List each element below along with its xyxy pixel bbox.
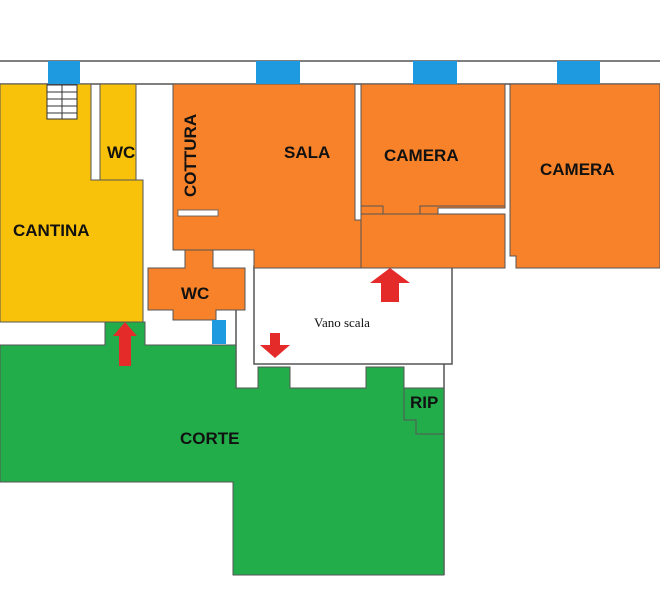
arrow-up-icon	[370, 268, 410, 302]
label-rip: RIP	[410, 393, 438, 412]
corte-area	[0, 321, 445, 576]
window-sala	[256, 61, 300, 84]
wall-lines	[0, 60, 660, 575]
cottura-divider	[177, 209, 219, 217]
window-camera-1	[413, 61, 457, 84]
hall-area	[360, 213, 506, 269]
label-sala: SALA	[284, 143, 330, 162]
window-camera-2	[557, 61, 600, 84]
entrance-arrows	[113, 268, 410, 366]
label-cantina: CANTINA	[13, 221, 90, 240]
label-corte: CORTE	[180, 429, 240, 448]
wc-center-area	[147, 249, 246, 321]
stair-icon	[46, 84, 78, 120]
label-wc-center: WC	[181, 284, 209, 303]
label-camera-1: CAMERA	[384, 146, 459, 165]
window-cantina	[48, 61, 80, 84]
wc-top-area	[99, 83, 137, 181]
room-labels: CANTINA WC COTTURA SALA CAMERA CAMERA WC…	[13, 114, 615, 448]
label-camera-2: CAMERA	[540, 160, 615, 179]
label-cottura: COTTURA	[181, 114, 200, 197]
camera-2-area	[509, 83, 660, 269]
window-wc	[212, 320, 226, 344]
corte-shape	[0, 321, 445, 576]
label-vano-scala: Vano scala	[314, 315, 370, 330]
cantina-room	[0, 83, 144, 323]
label-wc-top: WC	[107, 143, 135, 162]
arrow-down-icon	[260, 333, 290, 358]
arrow-up-icon	[113, 322, 137, 366]
windows	[48, 61, 600, 344]
rip-area	[403, 387, 445, 435]
living-area	[147, 83, 660, 321]
